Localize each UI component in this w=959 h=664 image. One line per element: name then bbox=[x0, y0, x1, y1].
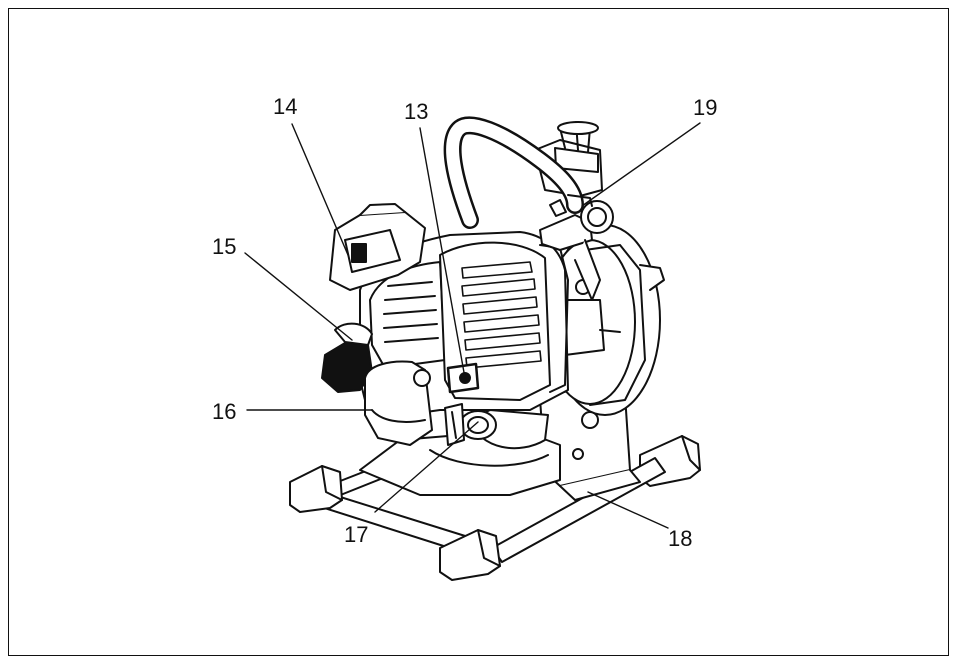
callout-19: 19 bbox=[693, 95, 718, 120]
callout-17: 17 bbox=[344, 522, 369, 547]
leader-17 bbox=[374, 421, 479, 513]
carry-handle bbox=[443, 116, 584, 229]
callout-15: 15 bbox=[212, 234, 237, 259]
leader-18 bbox=[587, 491, 669, 529]
callout-16: 16 bbox=[212, 399, 237, 424]
fuel-cap bbox=[539, 194, 614, 301]
stand-frame bbox=[289, 379, 701, 581]
leader-lines bbox=[244, 122, 701, 529]
callout-13: 13 bbox=[404, 99, 429, 124]
primer-pump bbox=[444, 403, 497, 446]
callout-18: 18 bbox=[668, 526, 693, 551]
leader-14 bbox=[291, 123, 349, 256]
leader-15 bbox=[244, 252, 353, 341]
air-cleaner bbox=[321, 322, 433, 446]
leader-19 bbox=[581, 122, 701, 207]
leader-13 bbox=[419, 127, 466, 379]
figure-frame bbox=[8, 8, 949, 656]
ignition-cap bbox=[329, 203, 426, 291]
callout-14: 14 bbox=[273, 94, 298, 119]
